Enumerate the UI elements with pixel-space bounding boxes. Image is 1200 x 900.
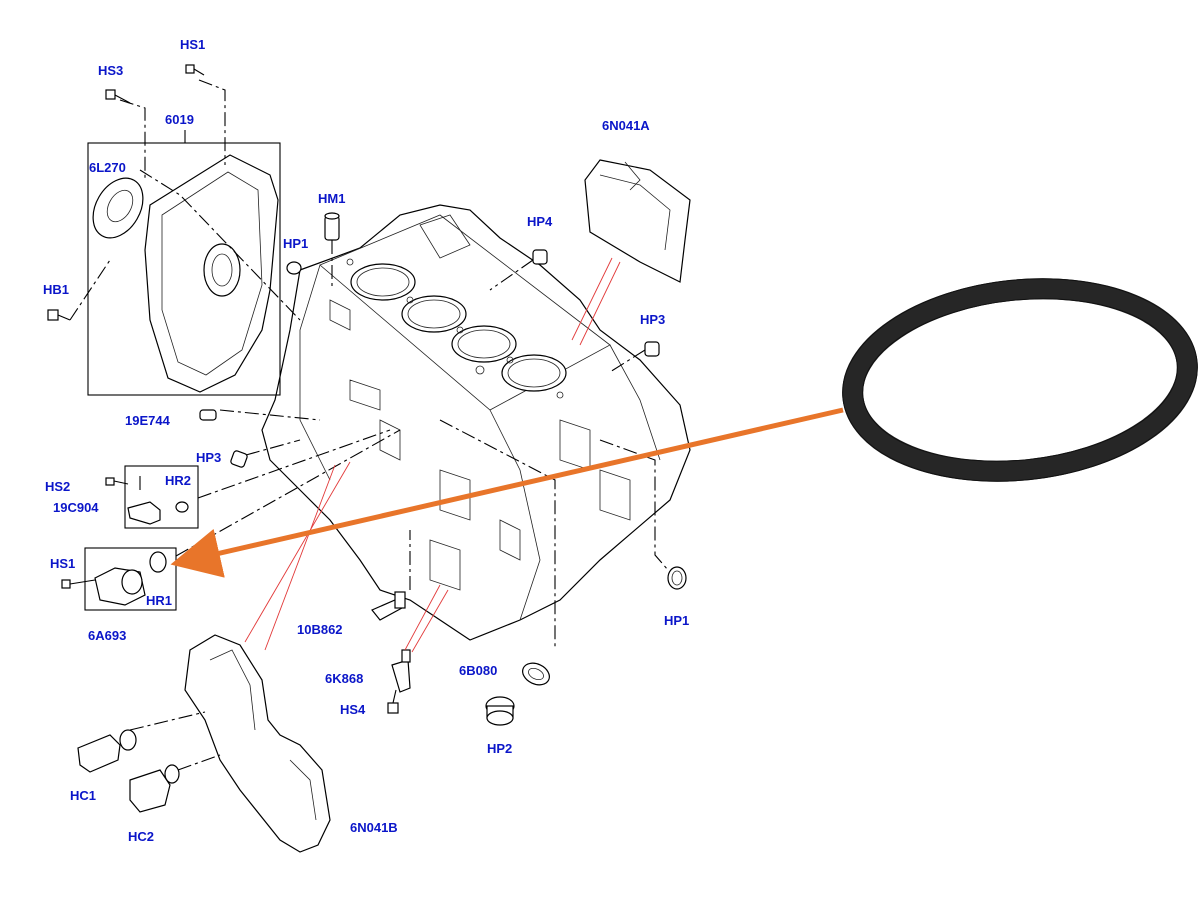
plug-hp4 xyxy=(489,249,548,291)
bolt-hs1-top xyxy=(185,64,205,76)
label-6l270: 6L270 xyxy=(89,160,126,175)
label-6k868: 6K868 xyxy=(325,671,363,686)
clip-hc1 xyxy=(77,729,137,773)
label-hp4: HP4 xyxy=(527,214,553,229)
bolt-hs3 xyxy=(105,89,131,104)
plug-hp2 xyxy=(485,696,515,726)
label-hs1-top: HS1 xyxy=(180,37,205,52)
heat-shield-6n041a xyxy=(584,159,691,283)
oil-jet-6k868 xyxy=(391,649,411,693)
plug-hp3-right xyxy=(609,341,660,373)
label-hs4: HS4 xyxy=(340,702,366,717)
label-hp1-top: HP1 xyxy=(283,236,308,251)
pointer-arrow xyxy=(170,407,844,578)
label-hr2: HR2 xyxy=(165,473,191,488)
label-10b862: 10B862 xyxy=(297,622,343,637)
plug-hp1-top xyxy=(286,261,302,275)
engine-block xyxy=(261,204,691,641)
clip-hc2 xyxy=(129,764,180,813)
label-19c904: 19C904 xyxy=(53,500,99,515)
sensor-19e744 xyxy=(199,409,217,421)
plug-hp3-left xyxy=(230,439,301,468)
label-hc2: HC2 xyxy=(128,829,154,844)
label-6b080: 6B080 xyxy=(459,663,497,678)
label-6n041b: 6N041B xyxy=(350,820,398,835)
label-6019: 6019 xyxy=(165,112,194,127)
dowel-hm1 xyxy=(324,212,340,290)
plug-hp1-right xyxy=(599,439,687,590)
label-6a693: 6A693 xyxy=(88,628,126,643)
label-hm1: HM1 xyxy=(318,191,345,206)
label-hc1: HC1 xyxy=(70,788,96,803)
label-6n041a: 6N041A xyxy=(602,118,650,133)
label-hs3: HS3 xyxy=(98,63,123,78)
bolt-hb1 xyxy=(47,309,71,321)
label-hr1: HR1 xyxy=(146,593,172,608)
seal-6b080 xyxy=(439,419,556,686)
label-hp3-right: HP3 xyxy=(640,312,665,327)
label-hb1: HB1 xyxy=(43,282,69,297)
o-ring-closeup xyxy=(842,278,1198,482)
label-19e744: 19E744 xyxy=(125,413,171,428)
front-cover-6019 xyxy=(87,130,281,396)
valve-19c904 xyxy=(105,465,199,529)
bolt-hs4 xyxy=(387,689,399,714)
label-hp1-right: HP1 xyxy=(664,613,689,628)
label-hs2: HS2 xyxy=(45,479,70,494)
label-hp2: HP2 xyxy=(487,741,512,756)
sensor-10b862 xyxy=(371,530,411,621)
solenoid-6a693 xyxy=(61,547,177,611)
heat-shield-6n041b xyxy=(184,634,331,853)
label-hp3-left: HP3 xyxy=(196,450,221,465)
label-hs1-left: HS1 xyxy=(50,556,75,571)
